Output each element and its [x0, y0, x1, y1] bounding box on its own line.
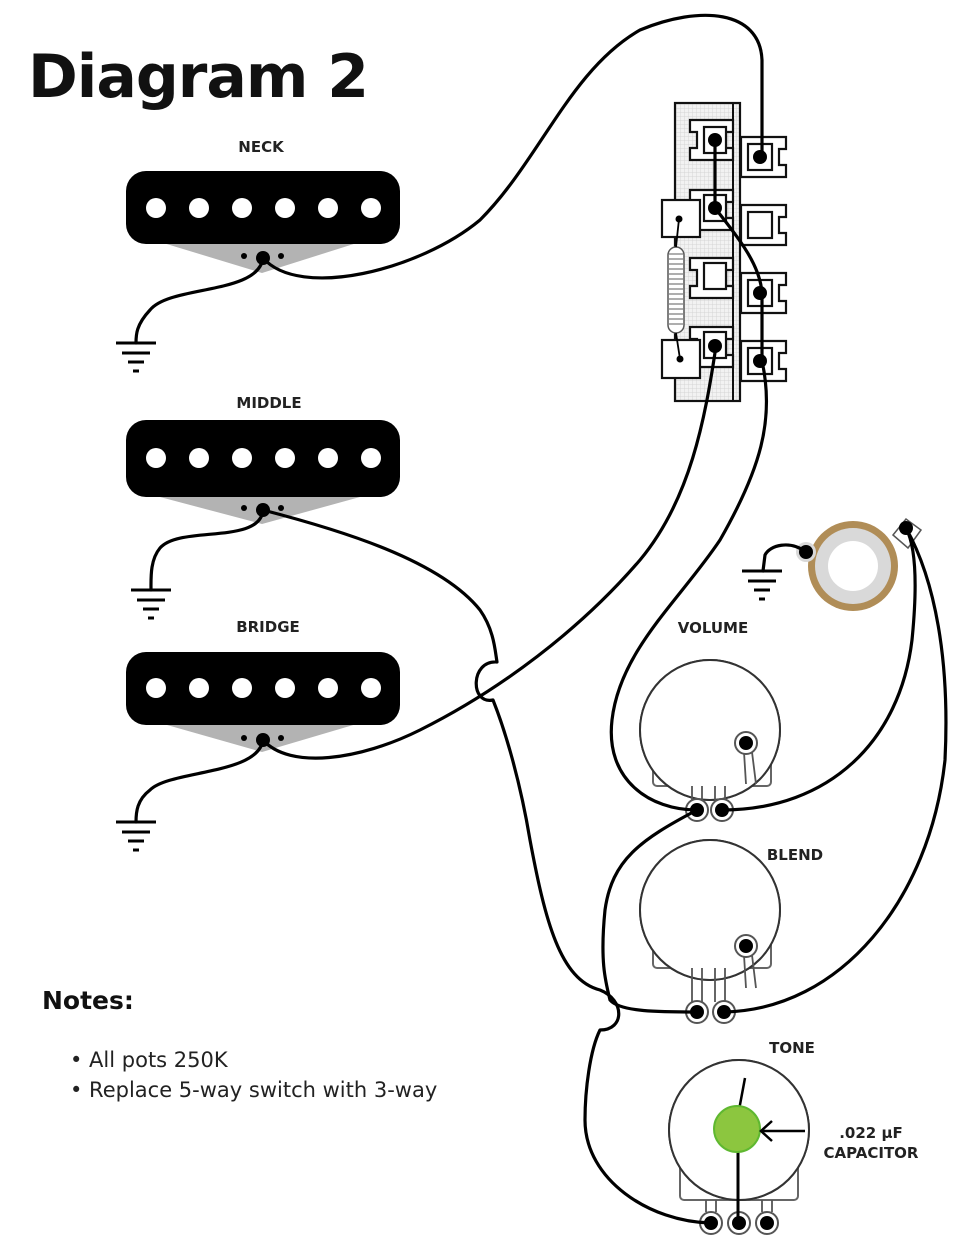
capacitor-label: CAPACITOR	[824, 1144, 919, 1162]
notes: Notes: • All pots 250K • Replace 5-way s…	[42, 986, 437, 1102]
pickup-middle: MIDDLE	[126, 394, 400, 524]
pickup-neck-polepieces	[146, 198, 381, 218]
wire-jack-ground	[761, 543, 808, 573]
notes-heading: Notes:	[42, 986, 134, 1015]
wire-bridge-ground	[134, 738, 265, 824]
volume-pot: VOLUME	[639, 619, 781, 822]
volume-pot-wiper-lug	[739, 736, 753, 750]
capacitor-value: .022 µF	[839, 1124, 903, 1142]
blend-pot-label: BLEND	[767, 846, 823, 864]
notes-item: • Replace 5-way switch with 3-way	[70, 1078, 437, 1102]
tone-pot-label: TONE	[769, 1039, 815, 1057]
wire-blend-to-jack	[722, 526, 948, 1014]
pickup-bridge-body	[126, 652, 400, 725]
pickup-neck-body	[126, 171, 400, 244]
volume-pot-label: VOLUME	[678, 619, 748, 637]
pickup-neck: NECK	[126, 138, 400, 273]
wire-neck-hot	[261, 13, 764, 280]
pickup-bridge: BRIDGE	[126, 618, 400, 752]
pickup-middle-polepieces	[146, 448, 381, 468]
capacitor-callout: .022 µF CAPACITOR	[759, 1120, 919, 1162]
pickup-bridge-label: BRIDGE	[236, 618, 300, 636]
switch-lug-right-2	[739, 203, 788, 247]
pickup-neck-label: NECK	[238, 138, 285, 156]
pickup-middle-body	[126, 420, 400, 497]
notes-item: • All pots 250K	[70, 1048, 229, 1072]
ground-icon-bridge	[116, 820, 156, 852]
pickup-middle-label: MIDDLE	[236, 394, 301, 412]
tone-pot: TONE	[668, 1039, 815, 1235]
switch-lug-left-3	[688, 256, 735, 300]
capacitor-icon	[713, 1105, 761, 1153]
ground-icon-jack	[742, 569, 782, 601]
pickup-bridge-polepieces	[146, 678, 381, 698]
wire-middle-ground	[149, 508, 265, 592]
blend-pot: BLEND	[639, 839, 823, 1024]
wire-bridge-hot	[261, 344, 718, 760]
blend-pot-wiper-lug	[739, 939, 753, 953]
wire-neck-ground	[134, 256, 265, 345]
tone-pot-lug-3	[760, 1216, 774, 1230]
wire-middle-hot	[261, 508, 713, 1225]
arrow-left-icon	[759, 1120, 773, 1142]
switch-solder-points	[708, 133, 767, 368]
ground-icon-neck	[116, 341, 156, 373]
wire-volume-to-jack	[720, 526, 917, 812]
wire-volume-to-blend	[601, 808, 699, 1014]
ground-icon-middle	[131, 588, 171, 620]
three-way-switch	[660, 101, 788, 403]
diagram-title: Diagram 2	[28, 42, 368, 112]
wire-switch-to-volume	[609, 359, 769, 812]
output-jack	[796, 517, 923, 611]
switch-spring-icon	[667, 215, 685, 363]
